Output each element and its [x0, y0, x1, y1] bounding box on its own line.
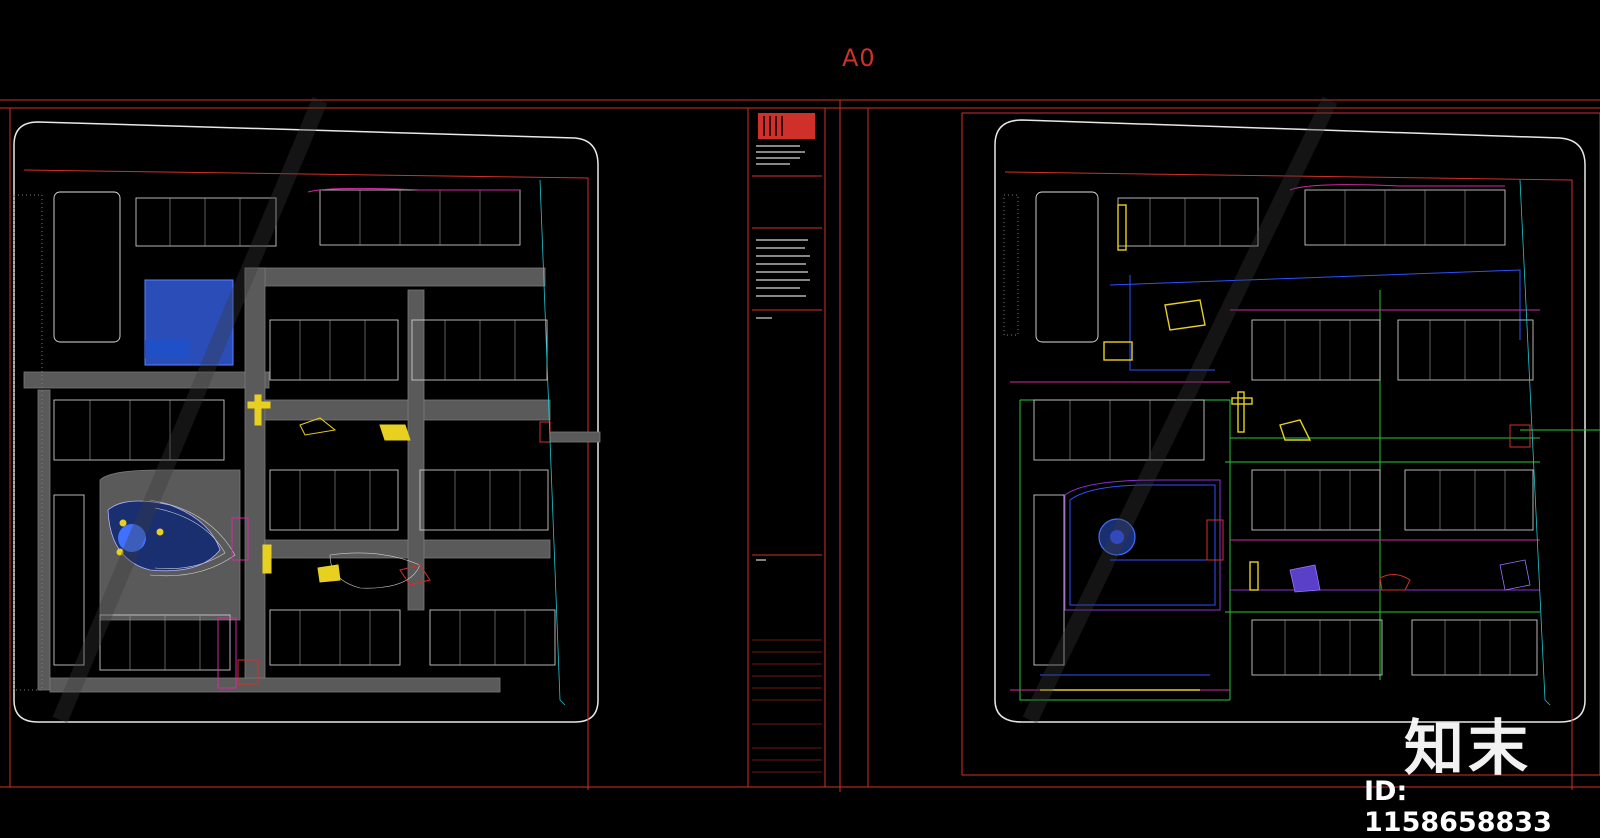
watermark-brand-logo: 知末: [1404, 714, 1532, 784]
utility-lines-blue: [1040, 269, 1521, 676]
site-boundary-right: [994, 119, 1586, 723]
sheet-size-label: A0: [842, 44, 876, 72]
residential-buildings-right: [1033, 189, 1538, 676]
hardscape-features-left: [116, 394, 411, 583]
site-plan-right: [961, 112, 1600, 790]
watermark-overlay: [52, 96, 1338, 724]
hardscape-features-right: [1040, 204, 1312, 691]
utility-lines-green: [1019, 290, 1600, 701]
site-boundary: [13, 121, 599, 723]
site-plan-left: [13, 121, 601, 790]
title-block: [747, 107, 826, 788]
road-network-left: [23, 267, 601, 693]
paths-left: [217, 187, 551, 689]
watermark-id: ID: 1158658833: [1364, 776, 1552, 838]
